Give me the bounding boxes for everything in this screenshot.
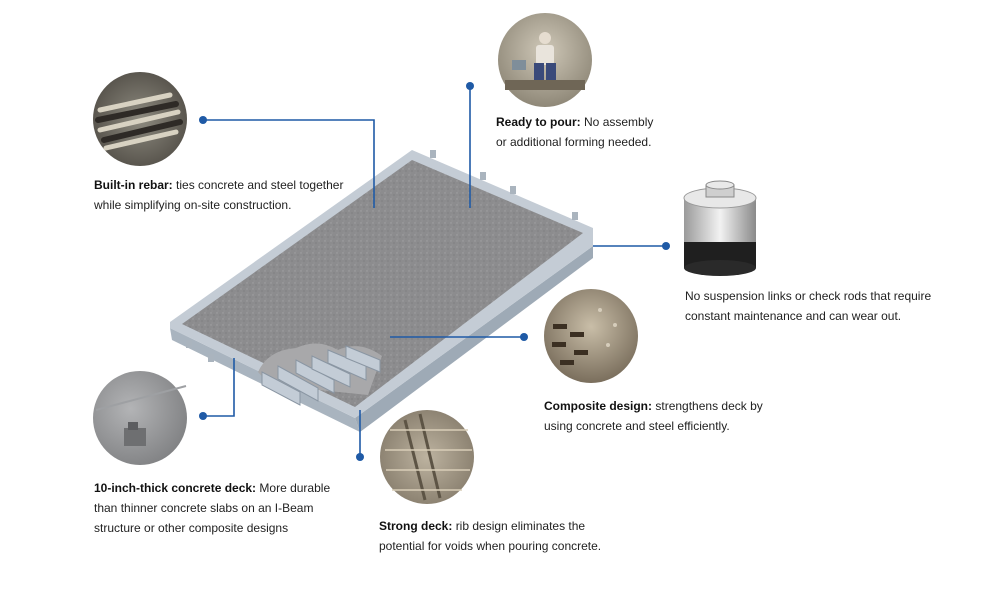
callout-text: strengthens deck by bbox=[655, 399, 763, 413]
leader-concrete-deck-dot bbox=[199, 412, 207, 420]
callout-built-in-rebar: Built-in rebar: ties concrete and steel … bbox=[94, 175, 343, 215]
callout-text: ties concrete and steel together bbox=[176, 178, 344, 192]
load-cell-photo-icon bbox=[683, 180, 757, 276]
callout-text: structure or other composite designs bbox=[94, 521, 289, 535]
leader-composite-design-dot bbox=[520, 333, 528, 341]
callout-text: No suspension links or check rods that r… bbox=[685, 289, 932, 303]
leader-ready-to-pour-dot bbox=[466, 82, 474, 90]
leader-built-in-rebar-dot bbox=[199, 116, 207, 124]
rib-photo-icon bbox=[380, 410, 474, 504]
callout-text: rib design eliminates the bbox=[455, 519, 586, 533]
deck-slab bbox=[170, 150, 593, 432]
callout-ready-to-pour: Ready to pour: No assembly or additional… bbox=[496, 112, 653, 152]
callout-text: constant maintenance and can wear out. bbox=[685, 309, 902, 323]
callout-text: More durable bbox=[259, 481, 331, 495]
rebar-photo-icon bbox=[93, 72, 187, 166]
callout-text: or additional forming needed. bbox=[496, 135, 652, 149]
callout-composite-design: Composite design: strengthens deck by us… bbox=[544, 396, 763, 436]
callout-title: Built-in rebar: bbox=[94, 178, 173, 192]
leader-strong-deck-dot bbox=[356, 453, 364, 461]
callout-concrete-deck: 10-inch-thick concrete deck: More durabl… bbox=[94, 478, 330, 538]
callout-title: 10-inch-thick concrete deck: bbox=[94, 481, 257, 495]
callout-title: Composite design: bbox=[544, 399, 653, 413]
callout-title: Strong deck: bbox=[379, 519, 453, 533]
callout-title: Ready to pour: bbox=[496, 115, 581, 129]
callout-text: potential for voids when pouring concret… bbox=[379, 539, 602, 553]
leader-no-suspension-dot bbox=[662, 242, 670, 250]
worker-photo-icon bbox=[498, 13, 592, 107]
callout-text: while simplifying on-site construction. bbox=[94, 198, 292, 212]
callout-text: No assembly bbox=[584, 115, 654, 129]
callout-text: than thinner concrete slabs on an I-Beam bbox=[94, 501, 314, 515]
deck-corner-photo-icon bbox=[93, 371, 187, 465]
deck-ribs-cutaway bbox=[258, 343, 382, 406]
leader-concrete-deck bbox=[203, 358, 235, 417]
leader-built-in-rebar bbox=[203, 119, 375, 208]
callout-text: using concrete and steel efficiently. bbox=[544, 419, 730, 433]
composite-photo-icon bbox=[544, 289, 638, 383]
leader-lines bbox=[199, 82, 670, 461]
callout-no-suspension: No suspension links or check rods that r… bbox=[685, 286, 931, 326]
callout-strong-deck: Strong deck: rib design eliminates the p… bbox=[379, 516, 601, 556]
